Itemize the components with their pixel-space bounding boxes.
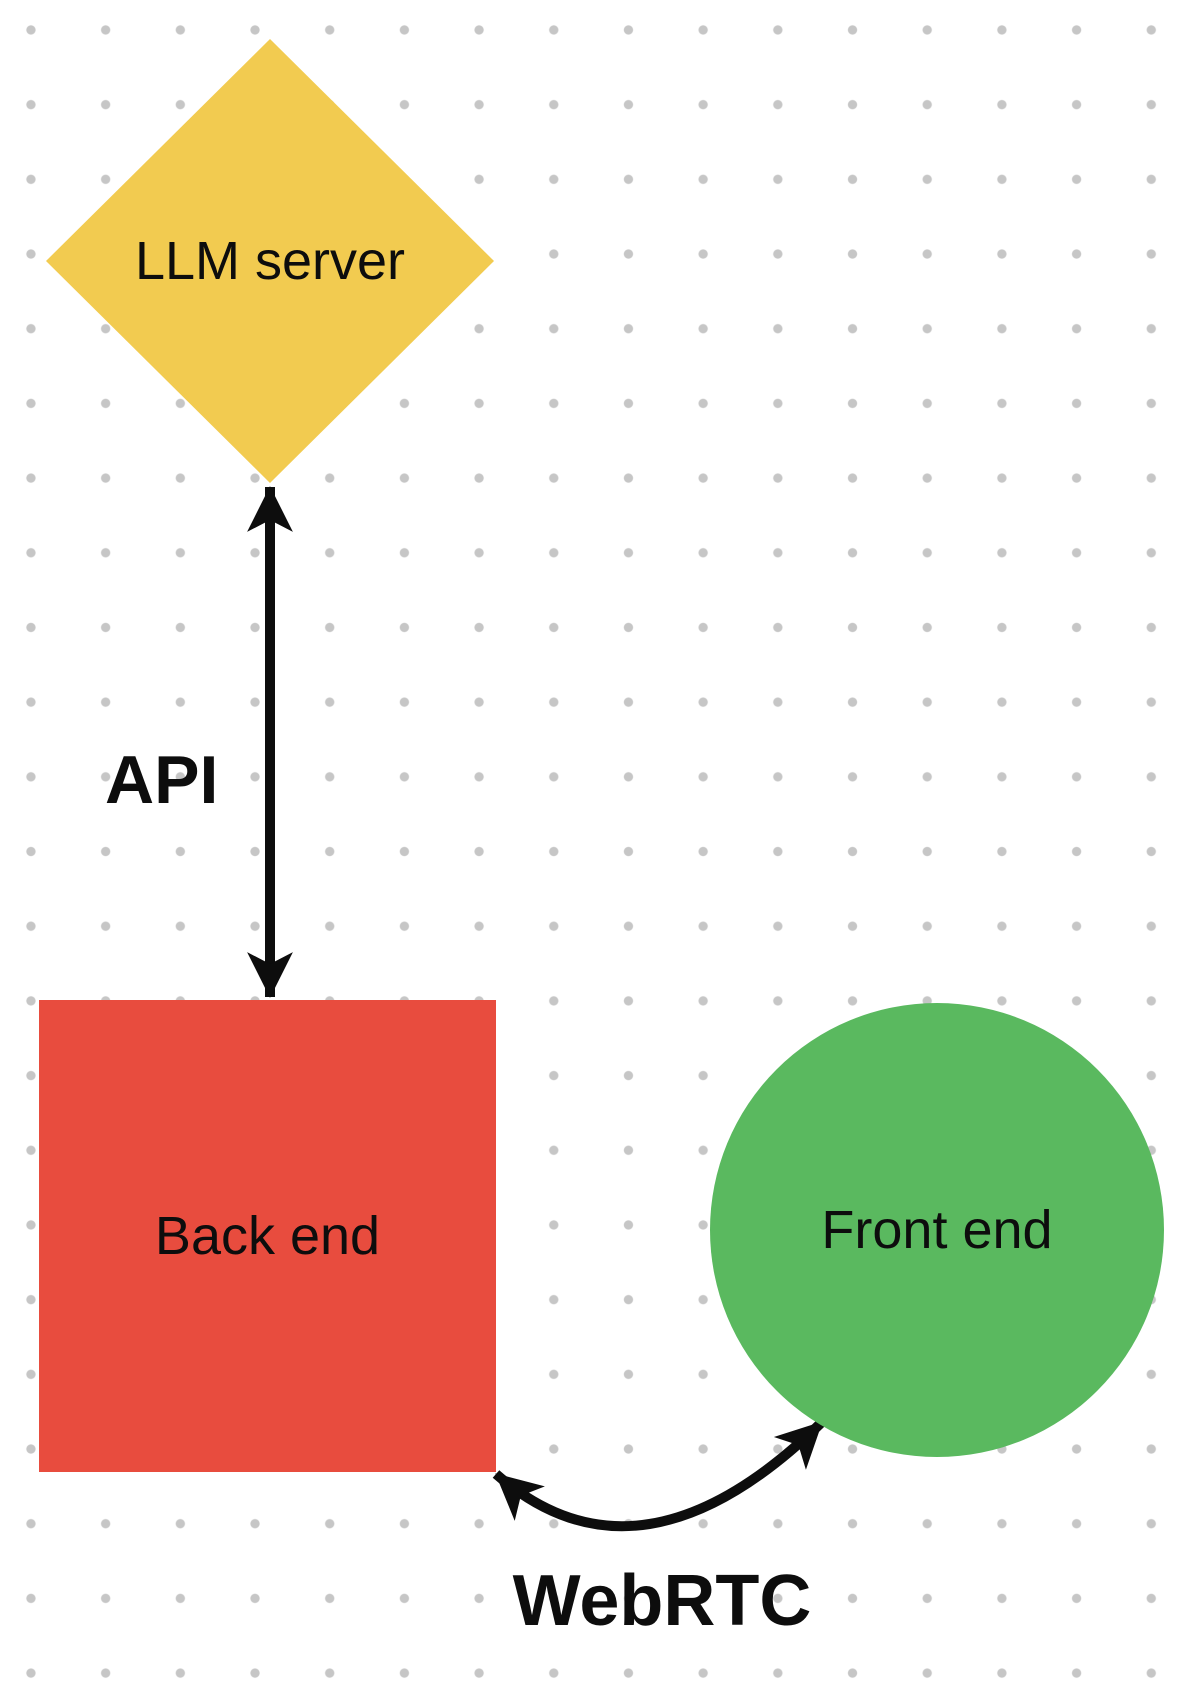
webrtc-arrow[interactable] <box>492 1418 826 1532</box>
api-edge-label: API <box>105 742 219 818</box>
front-end-label: Front end <box>821 1199 1053 1260</box>
llm-server-label: LLM server <box>134 230 406 291</box>
webrtc-edge-label: WebRTC <box>512 1561 812 1641</box>
front-end-node[interactable]: Front end <box>710 1003 1164 1457</box>
back-end-node[interactable]: Back end <box>39 1000 496 1472</box>
back-end-label: Back end <box>154 1205 381 1266</box>
